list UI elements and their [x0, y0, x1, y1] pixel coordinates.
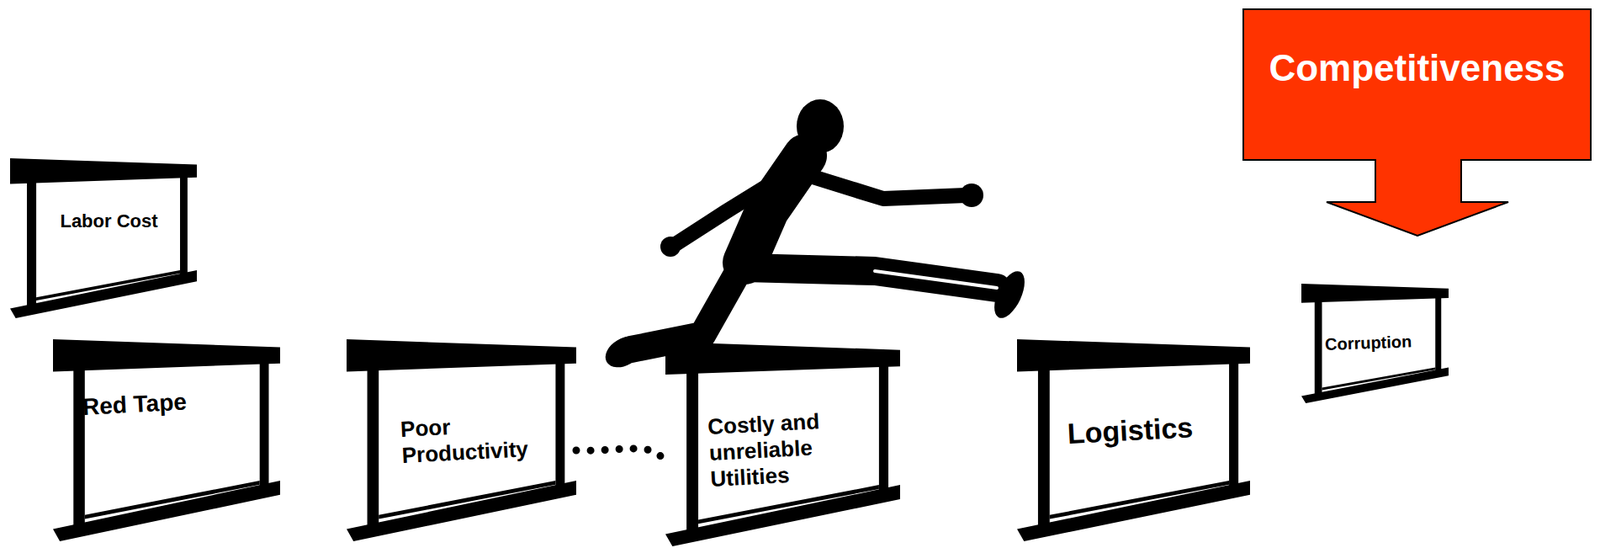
hurdle-shape — [52, 339, 281, 541]
dotted-connector — [576, 448, 666, 465]
hurdle: Costly and unreliable Utilities — [665, 341, 901, 546]
hurdle: Corruption — [1301, 283, 1449, 403]
hurdle-label: Poor Productivity — [399, 407, 571, 470]
hurdle-shape — [10, 158, 197, 318]
hurdle-label: Red Tape — [81, 385, 227, 421]
hurdle-label: Corruption — [1324, 330, 1431, 355]
hurdle-label: Labor Cost — [39, 210, 179, 233]
hurdle-label: Costly and unreliable Utilities — [707, 406, 859, 493]
hurdle: Labor Cost — [10, 158, 197, 318]
hurdle: Red Tape — [52, 339, 281, 541]
goal-label: Competitiveness — [1242, 46, 1592, 91]
hurdle: Logistics — [1017, 339, 1251, 541]
hurdle: Poor Productivity — [346, 339, 577, 541]
block-arrow — [1242, 8, 1592, 237]
goal-arrow: Competitiveness — [1242, 8, 1592, 237]
hurdle-label: Logistics — [1066, 407, 1229, 451]
